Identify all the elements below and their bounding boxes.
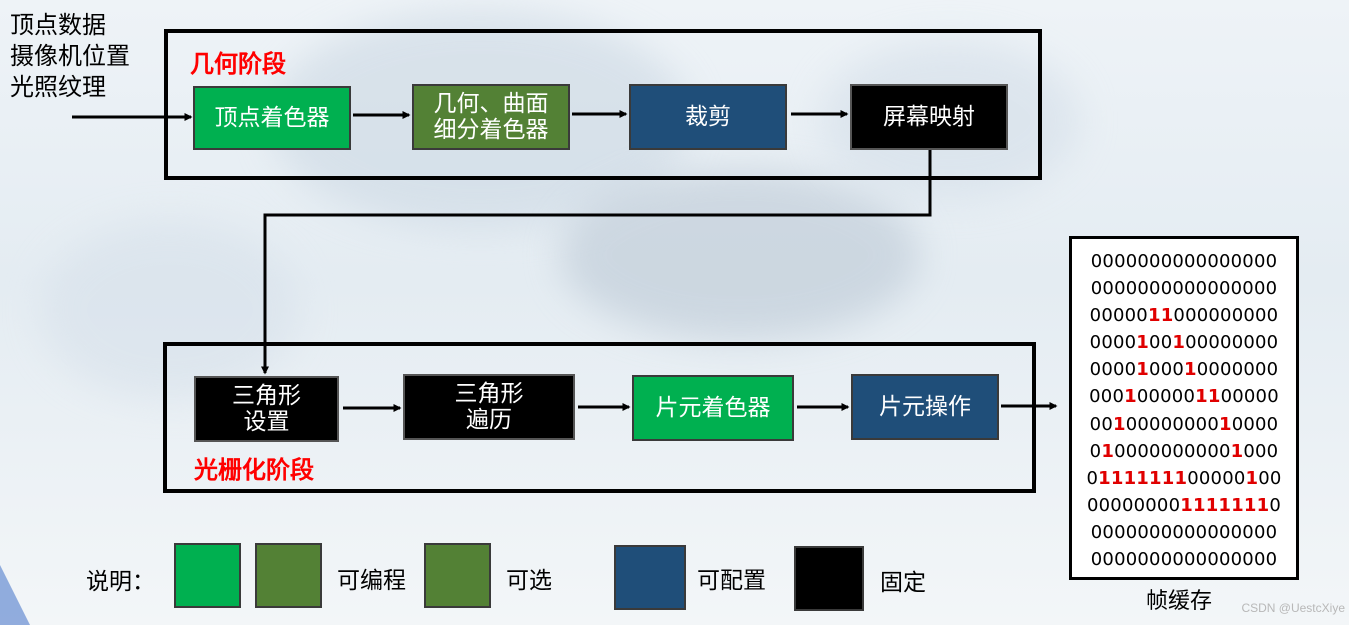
box-label: 三角形 bbox=[232, 383, 301, 409]
vertex-shader-box: 顶点着色器 bbox=[193, 86, 351, 150]
box-label: 细分着色器 bbox=[433, 117, 549, 143]
box-label: 几何、曲面 bbox=[433, 91, 549, 117]
clipping-box: 裁剪 bbox=[629, 84, 787, 150]
framebuffer-row: 0111111100000100 bbox=[1086, 467, 1282, 489]
framebuffer-row: 0000000000000000 bbox=[1090, 251, 1278, 272]
box-label: 裁剪 bbox=[685, 104, 731, 130]
legend-label-optional: 可选 bbox=[506, 568, 552, 594]
framebuffer-row: 0010000000010000 bbox=[1089, 413, 1279, 435]
background-corner bbox=[0, 565, 30, 625]
framebuffer-row: 0000000000000000 bbox=[1090, 278, 1278, 300]
input-line: 摄像机位置 bbox=[10, 42, 130, 70]
box-label: 屏幕映射 bbox=[883, 104, 975, 130]
legend-label-programmable: 可编程 bbox=[337, 568, 406, 594]
geometry-stage-label: 几何阶段 bbox=[190, 50, 286, 78]
background-blur-3 bbox=[40, 220, 300, 400]
input-line: 光照纹理 bbox=[10, 73, 106, 101]
background-blur-2 bbox=[560, 170, 920, 340]
fragment-shader-box: 片元着色器 bbox=[632, 375, 794, 441]
box-label: 顶点着色器 bbox=[214, 105, 330, 131]
legend-label-configurable: 可配置 bbox=[697, 568, 766, 594]
arrow-screen-mapping-to-triangle-setup bbox=[261, 150, 932, 375]
geometry-stage-frame bbox=[164, 29, 1042, 180]
box-label: 设置 bbox=[243, 409, 290, 435]
box-label: 片元着色器 bbox=[655, 395, 771, 421]
framebuffer-label: 帧缓存 bbox=[1146, 589, 1213, 614]
framebuffer-row: 0100000000001000 bbox=[1089, 440, 1279, 462]
legend-title: 说明： bbox=[86, 569, 155, 595]
framebuffer-row: 0000000011111110 bbox=[1086, 494, 1282, 516]
screen-mapping-box: 屏幕映射 bbox=[850, 84, 1008, 150]
framebuffer-row: 0000100010000000 bbox=[1089, 359, 1279, 381]
legend-swatch-programmable-1 bbox=[174, 543, 241, 608]
legend-swatch-configurable bbox=[614, 545, 686, 610]
box-label: 遍历 bbox=[466, 407, 512, 433]
framebuffer-row: 0001000001100000 bbox=[1089, 386, 1279, 408]
framebuffer-grid: 0000000000000000 0000000000000000 00000110… bbox=[1069, 236, 1299, 580]
framebuffer-row: 0000100100000000 bbox=[1089, 332, 1279, 354]
box-label: 片元操作 bbox=[879, 394, 971, 420]
framebuffer-row: 0000000000000000 bbox=[1090, 549, 1278, 571]
triangle-traversal-box: 三角形 遍历 bbox=[403, 374, 575, 440]
input-data-label: 顶点数据 摄像机位置 光照纹理 bbox=[10, 10, 130, 103]
fragment-operations-box: 片元操作 bbox=[851, 374, 999, 440]
legend-label-fixed: 固定 bbox=[880, 570, 926, 596]
tessellation-shader-box: 几何、曲面 细分着色器 bbox=[412, 84, 570, 150]
legend-swatch-programmable-2 bbox=[255, 543, 322, 608]
legend-swatch-fixed bbox=[794, 546, 864, 611]
legend-swatch-optional bbox=[424, 543, 491, 608]
triangle-setup-box: 三角形 设置 bbox=[194, 376, 339, 442]
box-label: 三角形 bbox=[454, 381, 524, 407]
input-line: 顶点数据 bbox=[10, 11, 106, 39]
framebuffer-row: 0000000000000000 bbox=[1090, 521, 1278, 543]
framebuffer-row: 0000011000000000 bbox=[1089, 305, 1279, 327]
raster-stage-label: 光栅化阶段 bbox=[194, 456, 314, 484]
watermark: CSDN @UestcXiye bbox=[1241, 601, 1345, 615]
raster-stage-frame bbox=[163, 342, 1036, 493]
